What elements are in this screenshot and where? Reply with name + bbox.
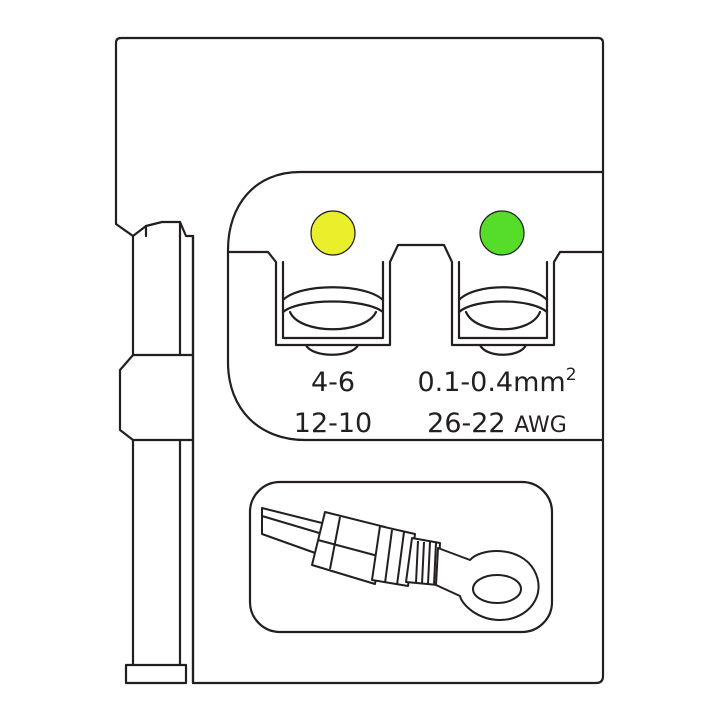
- left-nest-mm-range: 4-6: [310, 367, 356, 398]
- right-nest-mm-range: 0.1-0.4mm2: [417, 367, 576, 398]
- left-nest-awg-range: 12-10: [293, 408, 373, 439]
- crimp-nest-left: [281, 286, 385, 356]
- indicator-dot-left: [310, 210, 356, 256]
- die-face-recess: [226, 170, 605, 442]
- crimp-profile-inner: [281, 260, 549, 340]
- right-nest-mm-value: 0.1-0.4mm: [417, 367, 566, 398]
- illustration-panel: [248, 480, 554, 634]
- die-shaft: [118, 220, 195, 685]
- crimp-profile: [226, 243, 605, 347]
- crimp-nest-right: [457, 286, 549, 356]
- ring-terminal-crimp-icon: [261, 507, 540, 621]
- right-nest-awg-range: 26-22 AWG: [427, 410, 567, 437]
- right-nest-mm-exponent: 2: [565, 365, 577, 385]
- indicator-dot-right: [479, 210, 525, 256]
- right-nest-awg-value: 26-22: [427, 408, 506, 439]
- die-body-outline: [114, 36, 605, 685]
- right-nest-awg-unit: AWG: [514, 413, 567, 438]
